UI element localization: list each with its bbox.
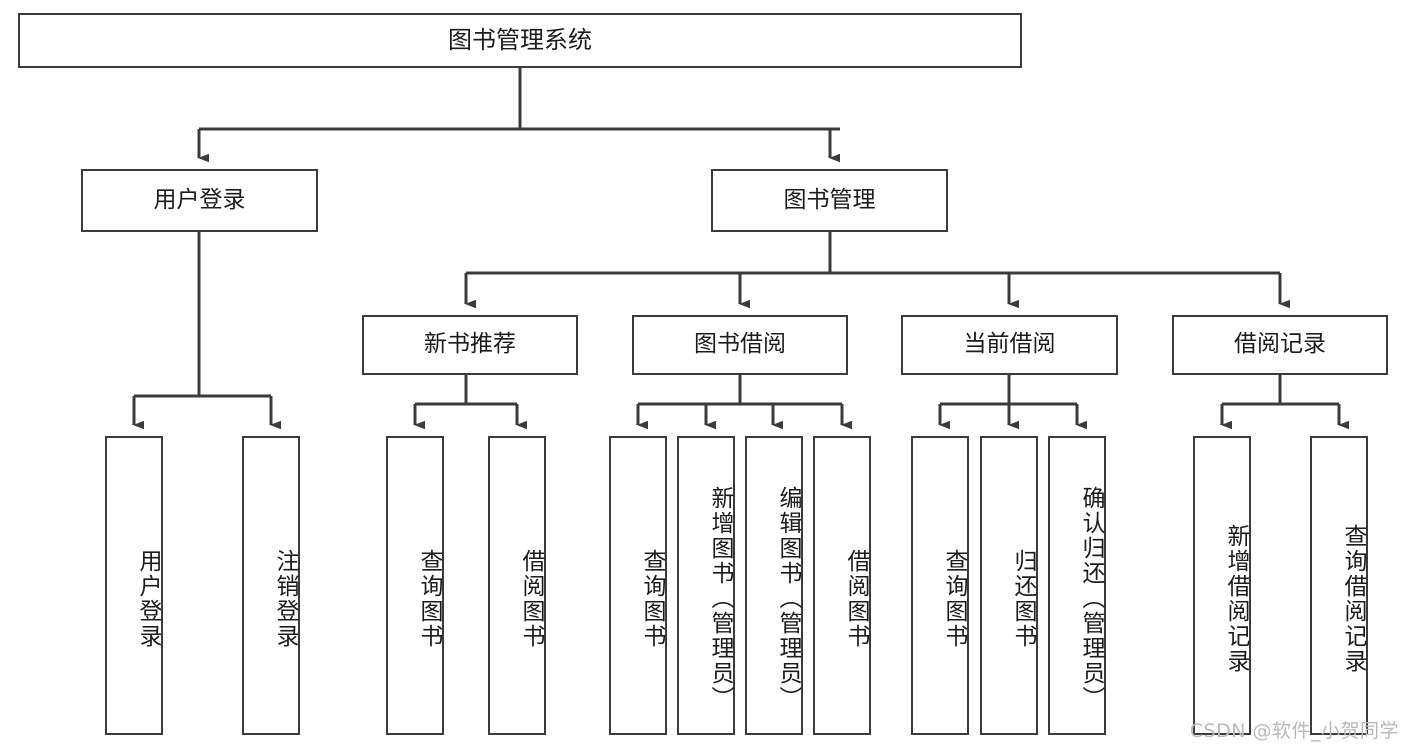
leaf-add-book-admin[interactable]: 新增图书（管理员） xyxy=(677,436,735,735)
node-label: 图书管理 xyxy=(783,186,876,213)
leaf-query-books-rec[interactable]: 查询图书 xyxy=(386,436,444,735)
node-root-book-management-system[interactable]: 图书管理系统 xyxy=(18,13,1022,68)
leaf-query-books-current[interactable]: 查询图书 xyxy=(911,436,969,735)
leaf-user-login[interactable]: 用户登录 xyxy=(105,436,163,735)
node-label: 查询图书 xyxy=(639,548,665,649)
node-book-management[interactable]: 图书管理 xyxy=(711,169,948,232)
node-label: 借阅记录 xyxy=(1234,331,1326,358)
node-label: 当前借阅 xyxy=(963,331,1056,358)
node-label: 用户登录 xyxy=(135,548,161,649)
node-label: 图书管理系统 xyxy=(448,26,592,55)
node-label: 归还图书 xyxy=(1010,548,1036,649)
node-label: 新增图书（管理员） xyxy=(707,486,733,711)
node-label: 用户登录 xyxy=(153,186,246,213)
leaf-return-books[interactable]: 归还图书 xyxy=(980,436,1038,735)
node-new-book-recommendation[interactable]: 新书推荐 xyxy=(362,315,578,375)
leaf-query-books-borrow[interactable]: 查询图书 xyxy=(609,436,667,735)
leaf-logout[interactable]: 注销登录 xyxy=(242,436,300,735)
node-label: 查询借阅记录 xyxy=(1340,523,1366,674)
leaf-borrow-books[interactable]: 借阅图书 xyxy=(813,436,871,735)
node-label: 新书推荐 xyxy=(424,331,516,358)
node-label: 借阅图书 xyxy=(843,548,869,649)
node-borrowing-record[interactable]: 借阅记录 xyxy=(1172,315,1388,375)
node-book-borrowing[interactable]: 图书借阅 xyxy=(632,315,848,375)
leaf-edit-book-admin[interactable]: 编辑图书（管理员） xyxy=(745,436,803,735)
node-current-borrowing[interactable]: 当前借阅 xyxy=(901,315,1118,375)
leaf-confirm-return-admin[interactable]: 确认归还（管理员） xyxy=(1048,436,1106,735)
node-label: 新增借阅记录 xyxy=(1223,523,1249,674)
node-label: 注销登录 xyxy=(272,548,298,649)
node-label: 确认归还（管理员） xyxy=(1078,486,1104,711)
leaf-query-borrow-record[interactable]: 查询借阅记录 xyxy=(1310,436,1368,735)
leaf-borrow-books-rec[interactable]: 借阅图书 xyxy=(488,436,546,735)
leaf-add-borrow-record[interactable]: 新增借阅记录 xyxy=(1193,436,1251,735)
node-label: 借阅图书 xyxy=(518,548,544,649)
node-label: 图书借阅 xyxy=(694,331,786,358)
node-label: 查询图书 xyxy=(416,548,442,649)
node-user-login[interactable]: 用户登录 xyxy=(81,169,318,232)
node-label: 查询图书 xyxy=(941,548,967,649)
node-label: 编辑图书（管理员） xyxy=(775,486,801,711)
